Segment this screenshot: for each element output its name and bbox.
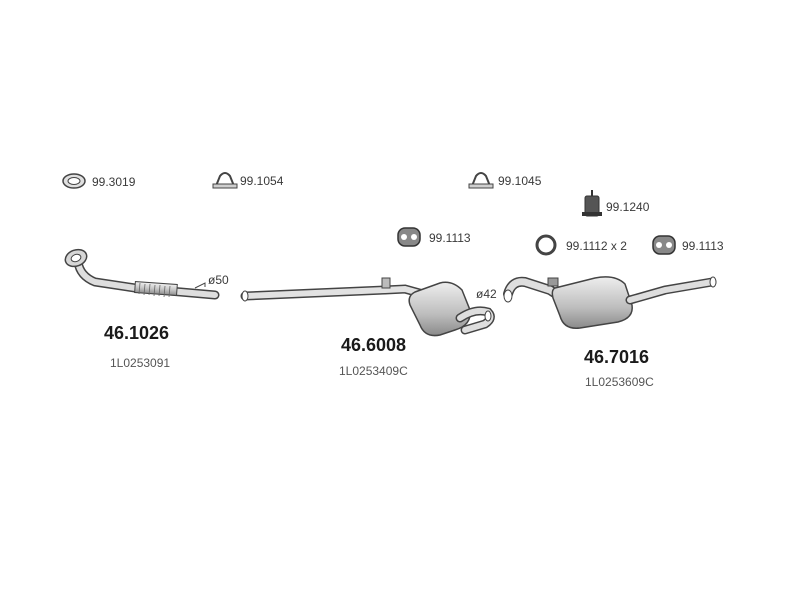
oem-number-rear-silencer: 1L0253609C (585, 375, 654, 389)
u-bolt-clamp-icon (212, 172, 238, 189)
accessory-code-sealing-ring: 99.1112 x 2 (566, 239, 627, 253)
accessory-code-u-bolt-2: 99.1045 (498, 174, 542, 188)
rubber-hanger-icon (652, 235, 676, 255)
part-number-front-pipe: 46.1026 (104, 323, 170, 343)
diameter-label-front: ø50 (208, 273, 229, 287)
ring-clamp-icon (62, 173, 86, 189)
accessory-code-hanger-2: 99.1113 (682, 239, 724, 253)
oem-number-middle-silencer: 1L0253409C (339, 364, 408, 378)
u-bolt-clamp-icon (468, 172, 494, 189)
rubber-mount-block-icon (582, 190, 602, 217)
accessory-code-ring-clamp: 99.3019 (92, 175, 136, 189)
front-pipe-icon (64, 248, 220, 300)
sealing-ring-icon (535, 234, 557, 256)
diameter-label-middle: ø42 (476, 287, 497, 301)
rear-silencer-icon (503, 276, 717, 329)
accessory-code-hanger-1: 99.1113 (429, 231, 471, 245)
accessory-code-mount-block: 99.1240 (606, 200, 650, 214)
oem-number-front-pipe: 1L0253091 (110, 356, 171, 370)
part-number-rear-silencer: 46.7016 (584, 347, 650, 367)
middle-silencer-icon (240, 277, 495, 337)
rubber-hanger-icon (397, 227, 421, 247)
accessory-code-u-bolt-1: 99.1054 (240, 174, 284, 188)
part-number-middle-silencer: 46.6008 (341, 335, 407, 355)
